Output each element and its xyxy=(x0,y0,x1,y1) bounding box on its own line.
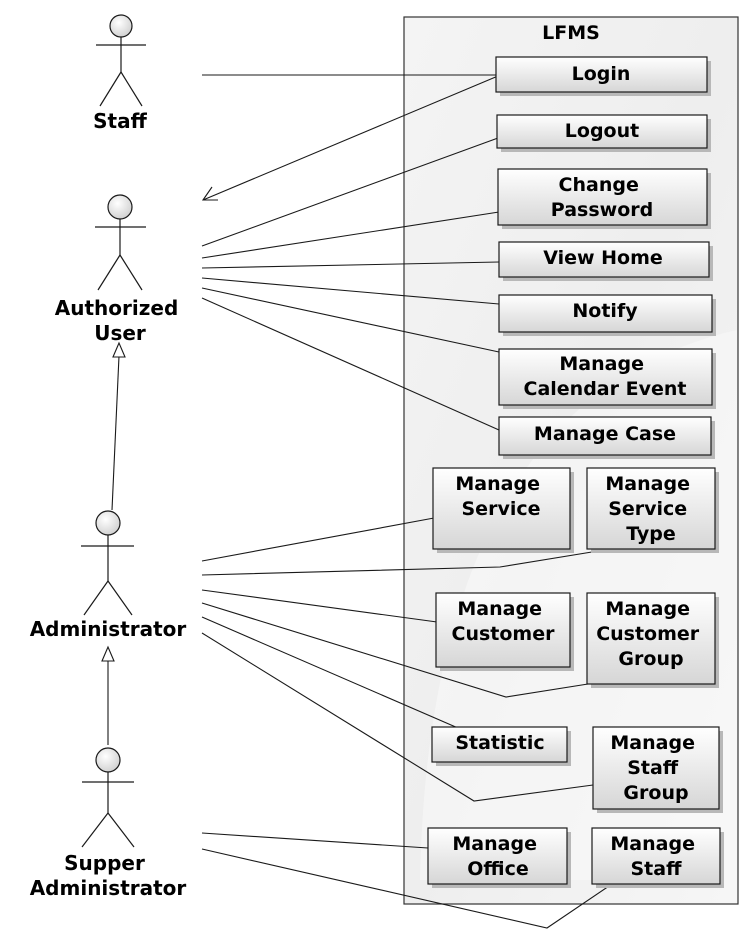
uc-label-line: Manage xyxy=(452,833,537,855)
use-case-view-home: View Home xyxy=(498,241,713,281)
assoc-admin-customer xyxy=(201,589,438,623)
uc-label-line: Statistic xyxy=(455,732,544,754)
assoc-admin-service-type xyxy=(201,550,599,576)
use-case-manage-case: Manage Case xyxy=(498,416,715,459)
uc-label-line: Staff xyxy=(627,757,679,779)
svg-text:Manage Case: Manage Case xyxy=(534,423,676,445)
svg-text:Logout: Logout xyxy=(565,120,639,142)
svg-text:Manage Staff: Manage Staff xyxy=(610,833,701,880)
associations xyxy=(101,74,613,929)
uc-label-line: Manage xyxy=(610,732,695,754)
svg-text:Change Password: Change Password xyxy=(551,174,653,221)
assoc-admin-service xyxy=(201,517,435,562)
uc-label-line: Manage xyxy=(610,833,695,855)
uc-label-line: Change xyxy=(559,174,639,196)
use-case-manage-calendar-event: Manage Calendar Event xyxy=(498,348,716,409)
assoc-auth-case xyxy=(201,297,500,431)
uc-label-line: Login xyxy=(572,63,631,85)
assoc-super-staff xyxy=(201,848,613,929)
assoc-super-office xyxy=(201,832,429,849)
uc-label-line: Staff xyxy=(631,858,683,880)
svg-text:Notify: Notify xyxy=(572,300,638,322)
uc-label-line: Manage xyxy=(559,353,644,375)
use-case-login: Login xyxy=(495,56,711,96)
actor-label-line: Supper xyxy=(64,851,145,875)
svg-text:Manage Calendar Event: Manage Calendar Event xyxy=(524,353,687,400)
assoc-auth-change-password xyxy=(201,211,500,259)
uc-label-line: Logout xyxy=(565,120,639,142)
uc-label-line: Service xyxy=(462,498,541,520)
actor-supper-administrator: Supper Administrator xyxy=(30,747,187,900)
generalization-admin-auth xyxy=(111,355,120,511)
svg-text:Authorized User: Authorized User xyxy=(55,296,185,345)
stick-figure-icon xyxy=(95,194,146,291)
uc-label-line: Notify xyxy=(572,300,638,322)
uc-label-line: Password xyxy=(551,199,653,221)
svg-text:Manage Office: Manage Office xyxy=(452,833,543,880)
use-case-manage-service: Manage Service xyxy=(432,467,574,553)
svg-text:Manage Service: Manage Service xyxy=(455,473,546,520)
actor-label-line: Authorized xyxy=(55,296,179,320)
stick-figure-icon xyxy=(81,747,135,848)
svg-text:Manage Customer: Manage Customer xyxy=(452,598,556,645)
assoc-login-authorized xyxy=(202,75,499,201)
uc-label-line: Manage xyxy=(457,598,542,620)
assoc-auth-calendar xyxy=(201,287,500,353)
uc-label-line: Type xyxy=(626,523,676,545)
svg-text:Manage Staff Group: Manage Staff Group xyxy=(610,732,701,804)
use-case-manage-staff-group: Manage Staff Group xyxy=(592,726,723,813)
assoc-admin-staff-group xyxy=(201,632,594,802)
arrowhead-open xyxy=(201,186,218,201)
use-case-manage-customer: Manage Customer xyxy=(435,592,574,671)
svg-text:Manage Service Typ: Manage Service Type xyxy=(605,473,696,545)
use-case-manage-customer-group: Manage Customer Group xyxy=(586,592,719,688)
use-case-change-password: Change Password xyxy=(497,168,711,229)
actor-label: Administrator xyxy=(30,617,187,641)
use-case-logout: Logout xyxy=(496,114,711,152)
uc-label-line: Manage Case xyxy=(534,423,676,445)
actor-staff: Staff xyxy=(93,14,148,133)
svg-text:View Home: View Home xyxy=(543,247,663,269)
actor-administrator: Administrator xyxy=(30,510,187,641)
assoc-admin-statistic xyxy=(201,616,459,729)
stick-figure-icon xyxy=(81,510,134,616)
svg-text:Statistic: Statistic xyxy=(455,732,544,754)
actor-label-line: Administrator xyxy=(30,876,187,900)
uc-label-line: View Home xyxy=(543,247,663,269)
use-case-manage-service-type: Manage Service Type xyxy=(586,467,719,553)
assoc-auth-notify xyxy=(201,277,500,305)
svg-text:Login: Login xyxy=(572,63,631,85)
use-case-manage-office: Manage Office xyxy=(427,827,571,888)
svg-text:Supper Administrator: Supper Administrator xyxy=(30,851,187,900)
generalization-arrowhead-2 xyxy=(101,645,115,662)
uc-label-line: Customer xyxy=(596,623,700,645)
use-case-manage-staff: Manage Staff xyxy=(591,827,724,888)
actor-authorized-user: Authorized User xyxy=(55,194,185,345)
uc-label-line: Manage xyxy=(605,473,690,495)
assoc-auth-view-home xyxy=(201,261,500,269)
actor-label: Staff xyxy=(93,109,147,133)
assoc-auth-logout xyxy=(201,137,499,247)
uc-label-line: Service xyxy=(608,498,687,520)
uc-label-line: Manage xyxy=(455,473,540,495)
uc-label-line: Office xyxy=(467,858,529,880)
assoc-admin-customer-group xyxy=(201,602,589,698)
uc-label-line: Group xyxy=(623,782,688,804)
actor-label-line: User xyxy=(94,321,146,345)
svg-text:Manage Customer Gr: Manage Customer Group xyxy=(596,598,706,670)
uc-label-line: Manage xyxy=(605,598,690,620)
system-title: LFMS xyxy=(542,22,600,44)
use-case-notify: Notify xyxy=(498,294,716,336)
uc-label-line: Calendar Event xyxy=(524,378,687,400)
uc-label-line: Customer xyxy=(452,623,556,645)
stick-figure-icon xyxy=(96,14,146,107)
generalization-arrowhead-1 xyxy=(112,341,126,358)
use-case-statistic: Statistic xyxy=(431,726,571,766)
uc-label-line: Group xyxy=(618,648,683,670)
